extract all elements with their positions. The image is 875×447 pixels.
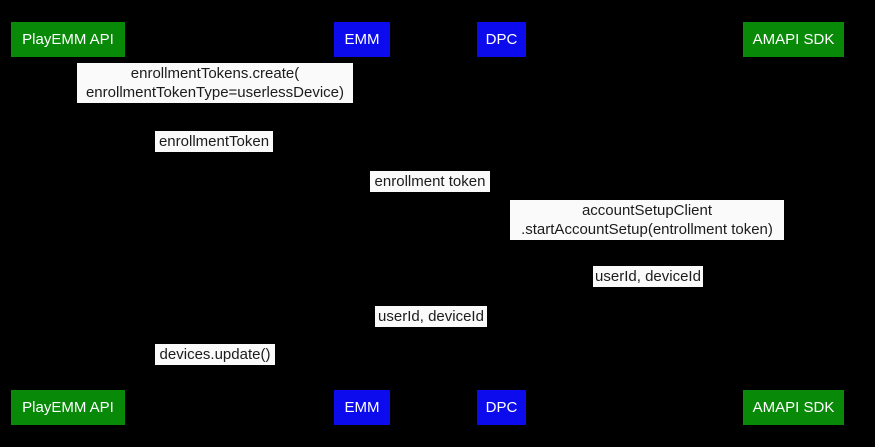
message-enrollment-tokens-create: enrollmentTokens.create( enrollmentToken… — [77, 63, 353, 103]
actor-emm-bottom: EMM — [334, 390, 390, 425]
message-userid-deviceid-2: userId, deviceId — [375, 306, 487, 327]
message-devices-update: devices.update() — [155, 344, 275, 365]
actor-dpc-bottom: DPC — [477, 390, 526, 425]
message-enrollment-token-pass: enrollment token — [370, 171, 490, 192]
actor-amapi-sdk-bottom: AMAPI SDK — [743, 390, 844, 425]
message-userid-deviceid-1: userId, deviceId — [593, 266, 703, 287]
actor-amapi-sdk-top: AMAPI SDK — [743, 22, 844, 57]
actor-playemm-api-top: PlayEMM API — [11, 22, 125, 57]
message-account-setup-client: accountSetupClient .startAccountSetup(en… — [510, 200, 784, 240]
actor-emm-top: EMM — [334, 22, 390, 57]
actor-playemm-api-bottom: PlayEMM API — [11, 390, 125, 425]
message-enrollment-token-return: enrollmentToken — [155, 131, 273, 152]
actor-dpc-top: DPC — [477, 22, 526, 57]
